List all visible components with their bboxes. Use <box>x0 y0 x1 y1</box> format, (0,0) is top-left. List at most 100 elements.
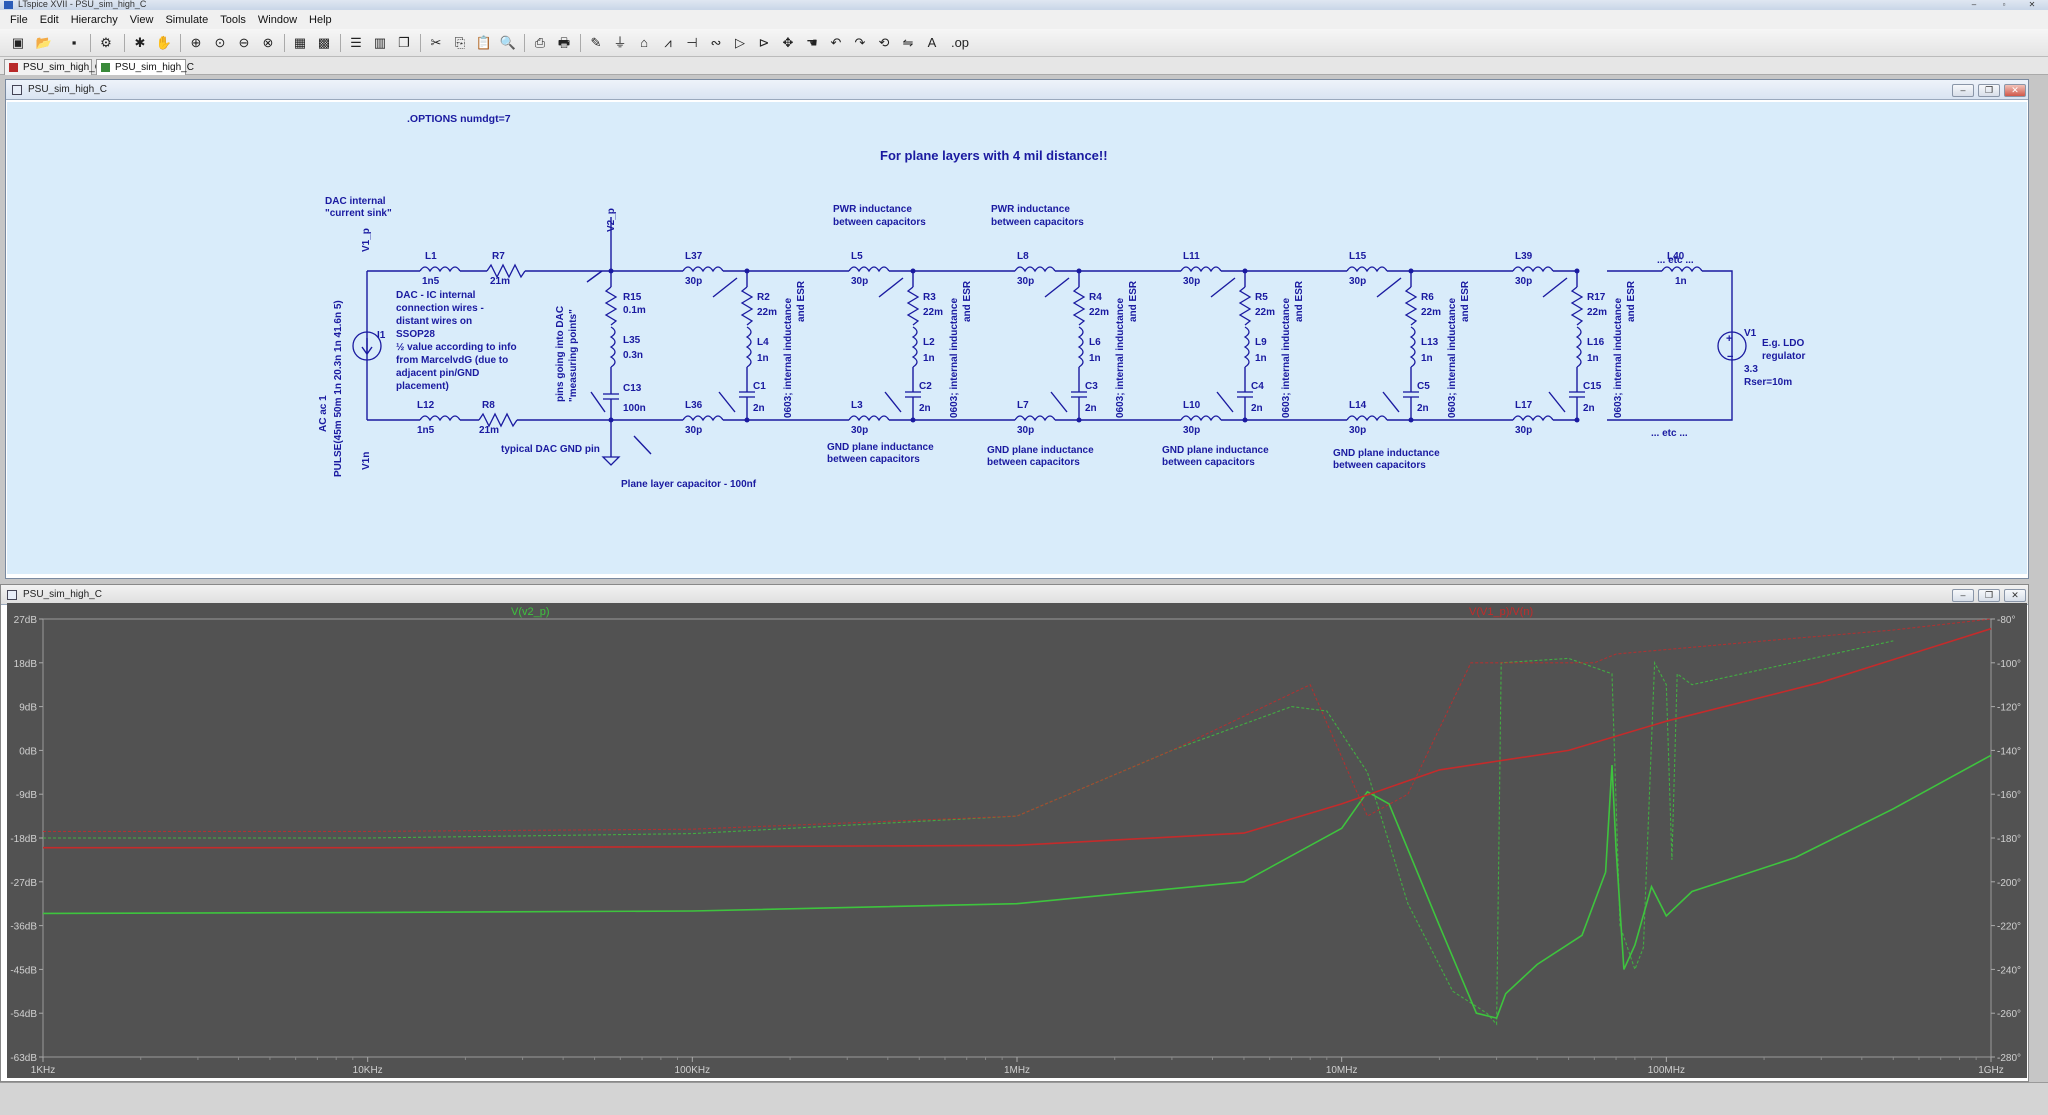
resistor-R8[interactable] <box>478 412 518 428</box>
grid-icon[interactable]: ▩ <box>317 35 331 50</box>
halt-icon[interactable]: ✋ <box>155 35 173 50</box>
cascade-icon[interactable]: ❐ <box>398 35 410 50</box>
inductor-icon[interactable]: ∾ <box>710 35 722 50</box>
note-plane-cap: Plane layer capacitor - 100nf <box>621 479 757 490</box>
inductor-L7[interactable] <box>1014 415 1056 422</box>
voltage-source-V1[interactable] <box>1717 331 1747 361</box>
resistor-R3[interactable] <box>906 286 920 326</box>
inductor-L3[interactable] <box>848 415 890 422</box>
trace-red-phase[interactable] <box>43 618 1992 832</box>
resistor-R15[interactable] <box>604 286 618 326</box>
copy-icon[interactable]: ⎘ <box>454 35 466 50</box>
inductor-L9[interactable] <box>1243 326 1250 368</box>
close-button[interactable]: ✕ <box>2004 589 2026 602</box>
menu-view[interactable]: View <box>129 13 154 26</box>
inductor-L12[interactable] <box>419 415 461 422</box>
schematic-canvas[interactable]: .OPTIONS numdgt=7 For plane layers with … <box>7 102 2027 574</box>
zoom-fit-icon[interactable]: ⊗ <box>262 35 274 50</box>
inductor-L14[interactable] <box>1346 415 1388 422</box>
inductor-L40[interactable] <box>1661 266 1703 273</box>
capacitor-icon[interactable]: ⊣ <box>686 35 698 50</box>
zoom-out-icon[interactable]: ⊖ <box>238 35 250 50</box>
minimize-button[interactable]: – <box>1952 589 1974 602</box>
plot-traces <box>42 618 1992 1026</box>
resistor-R5[interactable] <box>1238 286 1252 326</box>
close-icon[interactable]: ✕ <box>2028 0 2036 9</box>
trace-label-red[interactable]: V(V1_p)/V(n) <box>1469 606 1533 618</box>
save-icon[interactable]: ▪ <box>71 35 77 50</box>
inductor-L16[interactable] <box>1575 326 1582 368</box>
trace-red-magnitude[interactable] <box>43 627 1992 849</box>
text-icon[interactable]: A <box>927 35 937 50</box>
print-preview-icon[interactable]: ⎙ <box>534 35 546 50</box>
ground-icon[interactable]: ⏚ <box>613 35 627 50</box>
spice-directive-icon[interactable]: .op <box>950 35 970 50</box>
run-icon[interactable]: ✱ <box>134 35 146 50</box>
zoom-in-icon[interactable]: ⊕ <box>190 35 202 50</box>
tab-schematic[interactable]: PSU_sim_high_C <box>4 59 102 75</box>
trace-green-magnitude[interactable] <box>42 754 1992 1020</box>
menu-tools[interactable]: Tools <box>220 13 246 26</box>
menu-window[interactable]: Window <box>257 13 298 26</box>
new-schematic-icon[interactable]: ▣ <box>11 35 25 50</box>
drag-icon[interactable]: ☚ <box>806 35 818 50</box>
undo-icon[interactable]: ↶ <box>830 35 842 50</box>
inductor-L36[interactable] <box>682 415 724 422</box>
resistor-R4[interactable] <box>1072 286 1086 326</box>
tile-horizontal-icon[interactable]: ☰ <box>350 35 362 50</box>
inductor-L5[interactable] <box>848 266 890 273</box>
resistor-R7[interactable] <box>486 263 526 279</box>
mirror-icon[interactable]: ⇋ <box>902 35 914 50</box>
minimize-icon[interactable]: – <box>1971 0 1977 9</box>
label-net-icon[interactable]: ⌂ <box>640 35 648 50</box>
redo-icon[interactable]: ↷ <box>854 35 866 50</box>
resistor-R17[interactable] <box>1570 286 1584 326</box>
autorange-icon[interactable]: ▦ <box>293 35 307 50</box>
menu-simulate[interactable]: Simulate <box>165 13 209 26</box>
inductor-L15[interactable] <box>1346 266 1388 273</box>
tab-waveform[interactable]: PSU_sim_high_C <box>96 59 194 75</box>
inductor-L8[interactable] <box>1014 266 1056 273</box>
tile-vertical-icon[interactable]: ▥ <box>373 35 387 50</box>
component-icon[interactable]: ⊳ <box>758 35 770 50</box>
rotate-icon[interactable]: ⟲ <box>878 35 890 50</box>
inductor-L35[interactable] <box>609 326 616 368</box>
restore-button[interactable]: ❐ <box>1978 589 2000 602</box>
open-icon[interactable]: 📂 <box>35 35 53 50</box>
spice-directive[interactable]: .OPTIONS numdgt=7 <box>407 113 511 125</box>
maximize-icon[interactable]: ▫ <box>2002 0 2006 9</box>
print-icon[interactable]: 🖶 <box>557 35 571 50</box>
trace-green-phase[interactable] <box>43 640 1894 1026</box>
menu-hierarchy[interactable]: Hierarchy <box>70 13 118 26</box>
inductor-L10[interactable] <box>1180 415 1222 422</box>
menu-help[interactable]: Help <box>309 13 332 26</box>
inductor-L13[interactable] <box>1409 326 1416 368</box>
resistor-icon[interactable]: ⩘ <box>664 35 672 50</box>
trace-label-green[interactable]: V(v2_p) <box>511 606 550 618</box>
find-icon[interactable]: 🔍 <box>499 35 517 50</box>
current-source-symbol[interactable] <box>352 331 382 361</box>
inductor-L39[interactable] <box>1512 266 1554 273</box>
pan-icon[interactable]: ⊙ <box>214 35 226 50</box>
inductor-L4[interactable] <box>745 326 752 368</box>
inductor-L2[interactable] <box>911 326 918 368</box>
inductor-L11[interactable] <box>1180 266 1222 273</box>
inductor-L6[interactable] <box>1077 326 1084 368</box>
cut-icon[interactable]: ✂ <box>430 35 442 50</box>
menu-file[interactable]: File <box>10 13 28 26</box>
wire-icon[interactable]: ✎ <box>590 35 602 50</box>
move-icon[interactable]: ✥ <box>782 35 794 50</box>
inductor-L37[interactable] <box>682 266 724 273</box>
close-button[interactable]: ✕ <box>2004 84 2026 97</box>
paste-icon[interactable]: 📋 <box>475 35 493 50</box>
resistor-R2[interactable] <box>740 286 754 326</box>
resistor-R6[interactable] <box>1404 286 1418 326</box>
inductor-L17[interactable] <box>1512 415 1554 422</box>
inductor-L1[interactable] <box>419 266 461 273</box>
restore-button[interactable]: ❐ <box>1978 84 2000 97</box>
minimize-button[interactable]: – <box>1952 84 1974 97</box>
menu-edit[interactable]: Edit <box>39 13 59 26</box>
control-panel-icon[interactable]: ⚙ <box>100 35 112 50</box>
diode-icon[interactable]: ▷ <box>735 35 745 50</box>
